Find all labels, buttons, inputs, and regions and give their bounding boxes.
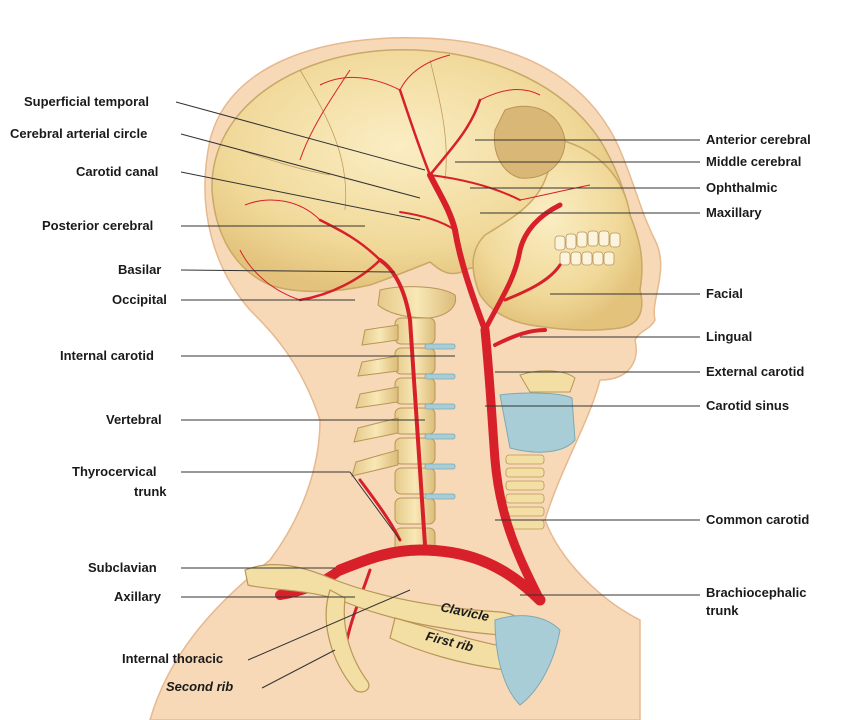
label-maxillary: Maxillary [706, 205, 762, 220]
leader-lines-right [455, 139, 700, 596]
label-ophthalmic: Ophthalmic [706, 180, 778, 195]
label-brachiocephalic: Brachiocephalic [706, 585, 807, 600]
label-thyrocervical-trunk: trunk [134, 484, 167, 499]
label-second-rib: Second rib [166, 679, 234, 694]
leader-lines-left [175, 101, 455, 689]
label-facial: Facial [706, 286, 743, 301]
label-common-carotid: Common carotid [706, 512, 810, 527]
cranial-branches [239, 54, 591, 301]
label-thyrocervical: Thyrocervical [72, 464, 157, 479]
manubrium [494, 615, 561, 706]
label-middle-cerebral: Middle cerebral [706, 154, 802, 169]
second-rib [325, 589, 370, 693]
label-carotid-canal: Carotid canal [76, 164, 159, 179]
label-external-carotid: External carotid [706, 364, 805, 379]
label-lingual: Lingual [706, 329, 753, 344]
label-brachiocephalic-trunk: trunk [706, 603, 739, 618]
label-carotid-sinus: Carotid sinus [706, 398, 790, 413]
label-anterior-cerebral: Anterior cerebral [706, 132, 811, 147]
label-axillary: Axillary [114, 589, 161, 604]
eye-orbit [493, 105, 566, 179]
label-posterior-cerebral: Posterior cerebral [42, 218, 154, 233]
label-occipital: Occipital [112, 292, 167, 307]
label-cerebral-arterial-circle: Cerebral arterial circle [10, 126, 148, 141]
label-superficial-temporal: Superficial temporal [24, 94, 149, 109]
teeth [554, 230, 621, 266]
larynx-trachea [499, 370, 576, 530]
vertebral-column [351, 286, 457, 555]
label-subclavian: Subclavian [88, 560, 157, 575]
skull-sutures [239, 59, 447, 211]
label-internal-carotid: Internal carotid [60, 348, 154, 363]
label-basilar: Basilar [118, 262, 162, 277]
label-vertebral: Vertebral [106, 412, 162, 427]
label-internal-thoracic: Internal thoracic [122, 651, 224, 666]
intervertebral-discs [424, 343, 456, 500]
